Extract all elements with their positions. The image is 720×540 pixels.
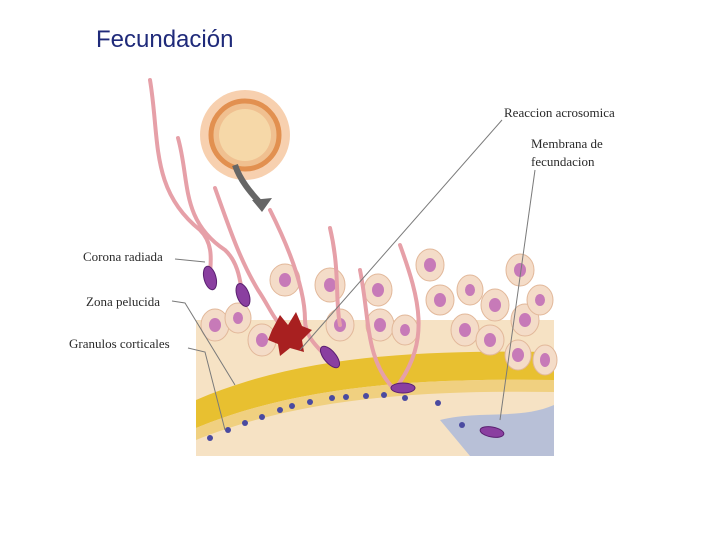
label-cortical-granules: Granulos corticales <box>69 336 170 351</box>
sperm-heads <box>202 265 505 438</box>
slide-title: Fecundación <box>96 26 234 53</box>
label-acrosome-reaction: Reaccion acrosomica <box>504 105 615 120</box>
label-fertilization-membrane-1: Membrana de <box>531 136 603 151</box>
oocyte-inset <box>200 90 290 212</box>
leader-lines <box>171 119 536 431</box>
sperm-tails <box>148 78 421 392</box>
cortical-granules <box>207 392 465 441</box>
acrosome-reaction <box>268 312 312 356</box>
label-corona-radiata: Corona radiada <box>83 249 163 264</box>
label-fertilization-membrane-2: fecundacion <box>531 154 595 169</box>
label-zona-pellucida: Zona pelucida <box>86 294 160 309</box>
